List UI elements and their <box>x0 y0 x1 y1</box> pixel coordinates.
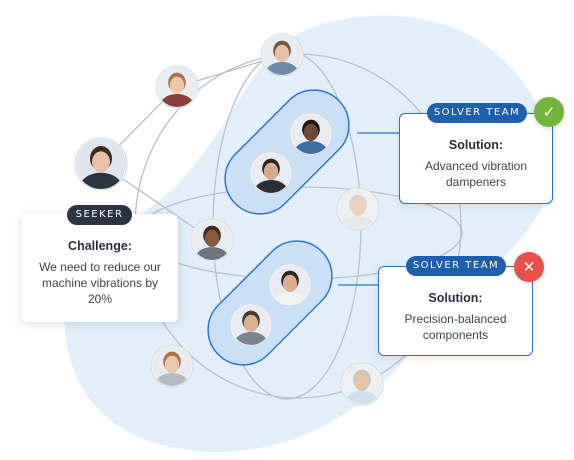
member-avatar <box>155 65 199 109</box>
member-avatar <box>249 151 293 195</box>
member-avatar <box>260 33 304 77</box>
member-avatar <box>268 263 312 307</box>
solver-team-badge: SOLVER TEAM <box>427 103 527 123</box>
seeker-avatar <box>74 137 128 191</box>
check-icon: ✓ <box>534 97 564 127</box>
solution-heading: Solution: <box>428 291 483 305</box>
member-avatar <box>289 112 333 156</box>
solution-heading: Solution: <box>448 138 504 152</box>
close-icon: ✕ <box>514 252 544 282</box>
member-avatar <box>340 362 384 406</box>
solver-connectors <box>338 132 399 286</box>
challenge-text: We need to reduce our machine vibrations… <box>39 260 161 306</box>
seeker-badge: SEEKER <box>67 205 132 225</box>
solution-text: Advanced vibration dampeners <box>424 159 528 189</box>
solver-team-badge: SOLVER TEAM <box>406 256 506 276</box>
seeker-card: Challenge: We need to reduce our machine… <box>22 214 178 322</box>
member-avatar <box>336 187 380 231</box>
solver-card-1: Solution: Advanced vibration dampeners <box>399 113 553 204</box>
solver-card-2: Solution: Precision-balanced components <box>378 266 533 356</box>
member-avatar <box>229 303 273 347</box>
solution-text: Precision-balanced components <box>404 312 507 342</box>
member-avatar <box>190 218 234 262</box>
challenge-heading: Challenge: <box>68 239 132 253</box>
member-avatar <box>150 344 194 388</box>
